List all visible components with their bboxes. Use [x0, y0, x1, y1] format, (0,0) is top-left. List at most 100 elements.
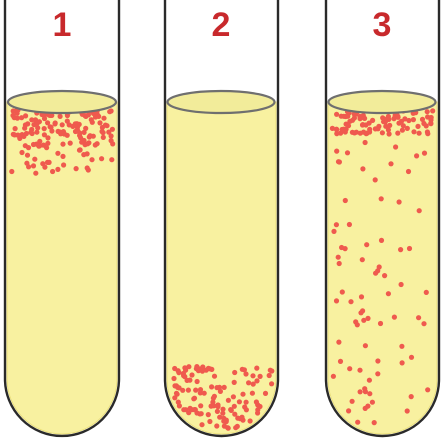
tube-1-cell-dot [106, 129, 112, 135]
tube-3-cell-dot [379, 130, 385, 136]
tube-2-cell-dot [214, 408, 220, 414]
tube-3-cell-dot [362, 389, 368, 395]
tube-1-cell-dot [73, 166, 79, 172]
tube-2-cell-dot [221, 384, 227, 390]
tube-2-cell-dot [243, 407, 249, 413]
tube-3-cell-dot [346, 408, 352, 414]
tube-2-cell-dot [194, 364, 200, 370]
tube-3-cell-dot [421, 321, 427, 327]
tube-1-cell-dot [29, 117, 35, 123]
tube-2-cell-dot [267, 367, 273, 373]
tube-3-cell-dot [360, 122, 366, 128]
tube-3-cell-dot [406, 117, 412, 124]
tube-3-cell-dot [367, 129, 373, 135]
tube-2-cell-dot [180, 387, 186, 393]
tube-1-cell-dot [50, 168, 56, 175]
tube-1-cell-dot [22, 143, 28, 149]
tube-3-cell-dot [336, 159, 342, 165]
tube-1-glass [3, 0, 121, 438]
tube-3-cell-dot [342, 197, 348, 204]
tube-2-cell-dot [246, 380, 252, 386]
tube-3-cell-dot [399, 360, 405, 366]
tube-2-cell-dot [243, 399, 249, 405]
tube-1-cell-dot [64, 118, 70, 124]
tube-1-cell-dot [23, 113, 29, 119]
tube-2-cell-dot [192, 407, 198, 413]
tube-1-cell-dot [35, 125, 41, 131]
tube-3-cell-dot [428, 114, 434, 121]
tube-3-cell-dot [334, 148, 340, 154]
tube-2-medium [166, 101, 277, 435]
tube-1-cell-dot [41, 126, 47, 132]
tube-2: 2 [163, 0, 280, 438]
tube-3-cell-dot [430, 108, 436, 114]
tube-3-cell-dot [359, 257, 365, 263]
tube-1-cell-dot [45, 140, 51, 146]
tube-3-cell-dot [334, 111, 340, 117]
tube-3-cells [329, 107, 436, 426]
tube-3-cell-dot [376, 264, 382, 270]
tube-2-cell-dot [247, 418, 253, 424]
tube-1-cell-dot [92, 142, 98, 148]
tube-3-cell-dot [406, 245, 413, 252]
tube-1-cell-dot [49, 128, 55, 134]
tube-2-cell-dot [250, 381, 256, 387]
tube-1-cell-dot [42, 164, 48, 170]
tube-3-cell-dot [342, 246, 348, 252]
tube-1-cell-dot [101, 115, 107, 121]
tube-1-cell-dot [109, 157, 115, 163]
tube-1-cell-dot [61, 162, 67, 168]
tube-2-cell-dot [209, 384, 215, 390]
tube-2-cell-dot [236, 399, 242, 405]
tube-2-cell-dot [257, 373, 263, 379]
tube-2-cell-dot [253, 399, 259, 405]
tube-1-cell-dot [79, 139, 85, 145]
tube-3-cell-dot [371, 420, 377, 426]
tube-1-cell-dot [89, 157, 95, 163]
tube-3-cell-dot [364, 242, 370, 248]
tube-2-cell-dot [173, 390, 180, 396]
tube-3-cell-dot [366, 377, 372, 383]
tube-2-cell-dot [254, 365, 260, 371]
tube-3-cell-dot [386, 131, 392, 137]
tube-2-cell-dot [210, 399, 216, 405]
tube-3-cell-dot [404, 408, 410, 414]
tube-1-cell-dot [12, 126, 18, 132]
tube-1-cell-dot [85, 167, 91, 173]
tube-2-cell-dot [215, 402, 221, 408]
tube-2-cell-dot [240, 391, 246, 397]
tube-1-cell-dot [17, 135, 23, 141]
tube-3-cell-dot [370, 117, 376, 123]
tube-1-cell-dot [67, 140, 73, 146]
tube-3-cell-dot [335, 254, 341, 260]
tube-3-cell-dot [415, 123, 421, 129]
tube-3-cell-dot [423, 289, 429, 295]
tube-2-cell-dot [176, 370, 182, 376]
tube-3-cell-dot [365, 315, 371, 321]
tube-3-cell-dot [421, 120, 427, 127]
tube-3-cell-dot [362, 343, 368, 349]
tube-3-cell-dot [343, 121, 349, 127]
tube-3-cell-dot [424, 129, 430, 135]
tube-3-cell-dot [337, 358, 344, 364]
tube-2-cell-dot [269, 381, 275, 387]
tube-3-cell-dot [424, 109, 430, 115]
tube-3-glass [324, 0, 441, 438]
tube-3-cell-dot [353, 319, 359, 325]
tube-2-cell-dot [201, 390, 207, 396]
tube-3-cell-dot [355, 419, 361, 425]
tube-3-cell-dot [372, 177, 378, 183]
tube-2-cell-dot [243, 371, 249, 377]
tube-3-cell-dot [333, 126, 340, 132]
tube-3-cell-dot [385, 127, 391, 133]
tube-1-cell-dot [58, 131, 64, 137]
tube-2-cell-dot [257, 403, 263, 410]
tube-1-cell-dot [33, 170, 39, 176]
tube-2-cell-dot [232, 369, 238, 376]
tube-3-cell-dot [393, 144, 399, 150]
tube-2-cell-dot [176, 403, 182, 409]
tube-3-cell-dot [369, 399, 375, 405]
tube-3-cell-dot [336, 339, 342, 345]
tube-2-cell-dot [228, 407, 234, 413]
tube-2-cell-dot [185, 387, 191, 393]
